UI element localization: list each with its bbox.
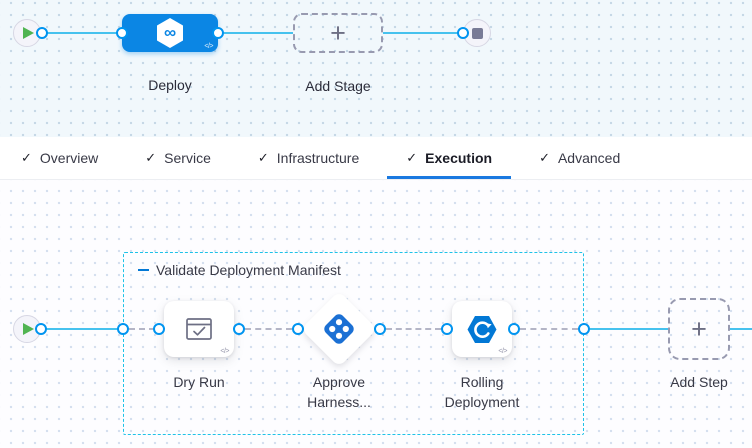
step-group-title: Validate Deployment Manifest (156, 262, 341, 278)
stage-label: Deploy (148, 77, 192, 93)
stop-icon (471, 27, 483, 39)
plus-icon: + (330, 17, 346, 48)
connector-line (590, 328, 668, 330)
add-step-button[interactable]: + (668, 298, 730, 360)
dry-run-icon (186, 318, 212, 340)
step-group-header[interactable]: Validate Deployment Manifest (138, 262, 341, 278)
tab-execution[interactable]: ✓ Execution (387, 137, 511, 179)
tab-advanced[interactable]: ✓ Advanced (539, 150, 621, 166)
connector-line (224, 32, 293, 34)
step-node-dry-run[interactable]: </> (164, 301, 234, 357)
connector-line (43, 32, 122, 34)
dashed-connector (129, 328, 155, 330)
code-icon: </> (498, 348, 507, 355)
check-icon: ✓ (145, 150, 157, 165)
dashed-connector (386, 328, 441, 330)
collapse-icon (138, 269, 149, 271)
stage-config-tabs: ✓ Overview ✓ Service ✓ Infrastructure ✓ … (0, 137, 752, 180)
dashed-connector (520, 328, 578, 330)
approve-out-port[interactable] (374, 323, 386, 335)
add-stage-button[interactable]: + (293, 13, 383, 53)
step-label: Rolling Deployment (444, 374, 520, 410)
tab-service[interactable]: ✓ Service (145, 150, 211, 166)
add-stage-label: Add Stage (305, 78, 371, 94)
cd-stage-icon: ∞ (157, 18, 183, 48)
group-in-port[interactable] (117, 323, 129, 335)
deploy-out-port[interactable] (212, 27, 224, 39)
rolling-deployment-icon (467, 315, 497, 343)
check-icon: ✓ (539, 150, 550, 165)
step-label: Dry Run (173, 374, 225, 390)
play-icon (23, 27, 34, 39)
play-icon (23, 323, 34, 335)
step-node-rolling-deployment[interactable]: </> (452, 301, 512, 357)
approval-icon (324, 314, 354, 344)
dryrun-in-port[interactable] (153, 323, 165, 335)
code-icon: </> (204, 43, 213, 50)
end-in-port[interactable] (457, 27, 469, 39)
group-out-port[interactable] (578, 323, 590, 335)
connector-line (730, 328, 752, 330)
check-icon: ✓ (21, 150, 32, 165)
stage-canvas: ∞ </> Deploy + Add Stage (0, 0, 752, 137)
connector-line (42, 328, 123, 330)
start-out-port[interactable] (36, 27, 48, 39)
approve-in-port[interactable] (292, 323, 304, 335)
plus-icon: + (691, 313, 707, 344)
tab-infrastructure[interactable]: ✓ Infrastructure (257, 150, 360, 166)
dryrun-out-port[interactable] (233, 323, 245, 335)
check-icon: ✓ (406, 150, 418, 165)
deploy-in-port[interactable] (116, 27, 128, 39)
dashed-connector (245, 328, 292, 330)
execution-canvas: Validate Deployment Manifest </> Dry Run (0, 180, 752, 448)
tab-overview[interactable]: ✓ Overview (21, 150, 99, 166)
code-icon: </> (220, 348, 229, 355)
check-icon: ✓ (257, 150, 269, 165)
rolling-out-port[interactable] (508, 323, 520, 335)
step-label: Approve Harness... (307, 374, 371, 410)
start-out-port[interactable] (35, 323, 47, 335)
step-node-approve[interactable] (300, 290, 378, 368)
add-step-label: Add Step (670, 374, 728, 390)
stage-node-deploy[interactable]: ∞ </> (122, 14, 218, 52)
connector-line (383, 32, 464, 34)
rolling-in-port[interactable] (441, 323, 453, 335)
step-group-container: Validate Deployment Manifest (123, 252, 584, 435)
